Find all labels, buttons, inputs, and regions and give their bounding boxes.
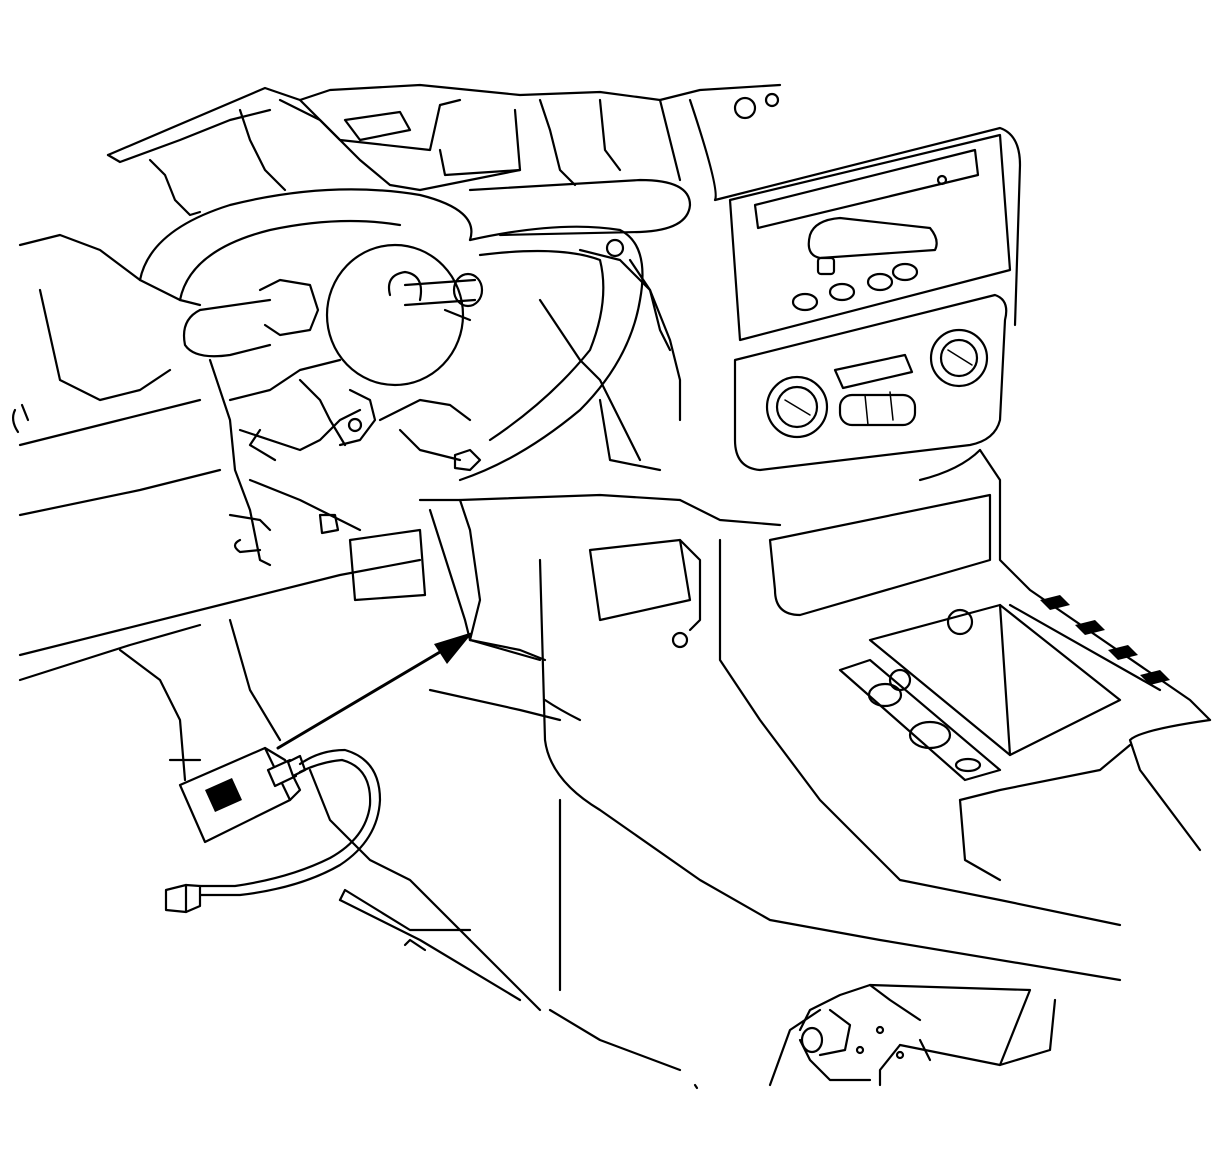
wiring-harness	[198, 748, 382, 897]
module	[178, 746, 307, 844]
steering-column	[208, 238, 782, 662]
hvac-control-panel	[733, 293, 1008, 472]
center-console	[718, 448, 1212, 927]
seat-track-bracket	[768, 983, 1057, 1087]
floor-tunnel	[118, 558, 1122, 1072]
steering-wheel	[138, 178, 692, 482]
reference-dot	[693, 1083, 699, 1090]
radio-head-unit	[688, 98, 1022, 342]
callout-arrow	[276, 632, 473, 750]
cup-holder-tray	[838, 595, 1170, 782]
harness-connector	[164, 883, 202, 914]
instrument-panel	[11, 83, 782, 682]
